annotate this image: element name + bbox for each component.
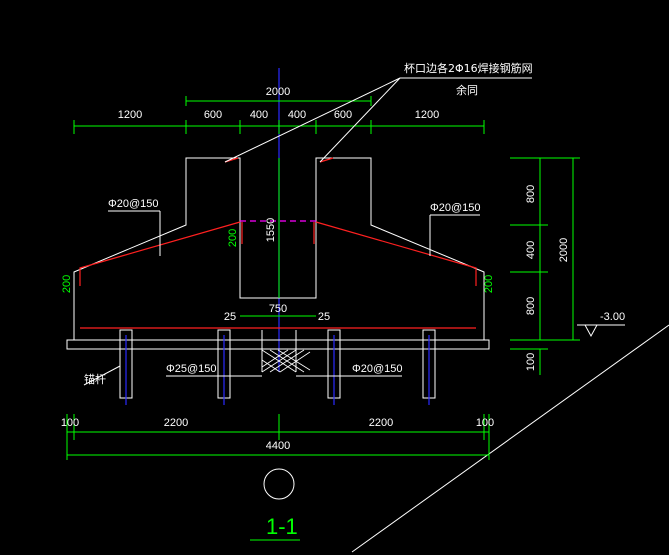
dim-top-seg-5: 600 [334, 109, 352, 121]
rebar-labels: Φ20@150 Φ20@150 Φ25@150 Φ20@150 [108, 198, 481, 377]
top-dimensions: 2000 1200 600 400 400 600 1200 [73, 86, 485, 134]
dim-right-seg-3: 800 [525, 297, 537, 315]
dim-bottom-seg-2: 2200 [164, 417, 188, 429]
piles [119, 329, 436, 405]
rebar-bottom-left: Φ25@150 [166, 363, 217, 375]
dim-top-seg-4: 400 [288, 109, 306, 121]
dim-right-edge: 200 [483, 275, 495, 293]
foundation-outline [66, 157, 490, 350]
dim-top-seg-6: 1200 [415, 109, 439, 121]
elevation-mark: -3.00 [577, 311, 625, 338]
dim-bottom-overall: 4400 [266, 440, 290, 452]
dim-top-seg-2: 600 [204, 109, 222, 121]
rebar-bottom-right: Φ20@150 [352, 363, 403, 375]
leader-note-text: 杯口边各2Φ16焊接钢筋网 [404, 61, 533, 75]
dim-cup-depth: 1550 [265, 218, 277, 242]
dim-right-seg-2: 400 [525, 241, 537, 259]
dim-gap-left: 25 [224, 311, 236, 323]
leader-note: 杯口边各2Φ16焊接钢筋网 余同 [224, 61, 533, 163]
inner-dimensions: 200 200 200 1550 750 25 25 [61, 158, 495, 323]
dim-top-seg-3: 400 [250, 109, 268, 121]
elevation-label: -3.00 [600, 311, 625, 323]
ground-slope-line [351, 324, 669, 553]
dim-bottom-seg-4: 100 [476, 417, 494, 429]
dim-right-bottom: 100 [525, 353, 537, 371]
dim-right-overall: 2000 [558, 238, 570, 262]
dim-top-overall: 2000 [266, 86, 290, 98]
section-label: 1-1 [266, 514, 298, 539]
leader-note-sub: 余同 [456, 83, 478, 97]
pile-label-text: 锚杆 [84, 372, 106, 386]
rebar-left-slope: Φ20@150 [108, 198, 159, 210]
right-dimensions: 800 400 800 2000 100 [510, 157, 580, 375]
dim-right-seg-1: 800 [525, 185, 537, 203]
rebar-right-slope: Φ20@150 [430, 202, 481, 214]
dim-cup-bottom: 750 [269, 303, 287, 315]
dim-left-edge: 200 [61, 275, 73, 293]
dim-top-seg-1: 1200 [118, 109, 142, 121]
dim-gap-right: 25 [318, 311, 330, 323]
dim-bottom-seg-3: 2200 [369, 417, 393, 429]
dim-bottom-seg-1: 100 [61, 417, 79, 429]
section-mark: 1-1 [250, 468, 300, 541]
dim-cup-offset: 200 [227, 229, 239, 247]
bottom-dimensions: 100 2200 2200 100 4400 [61, 414, 494, 460]
pile-label: 锚杆 [83, 365, 121, 386]
crosshatch [261, 330, 311, 373]
